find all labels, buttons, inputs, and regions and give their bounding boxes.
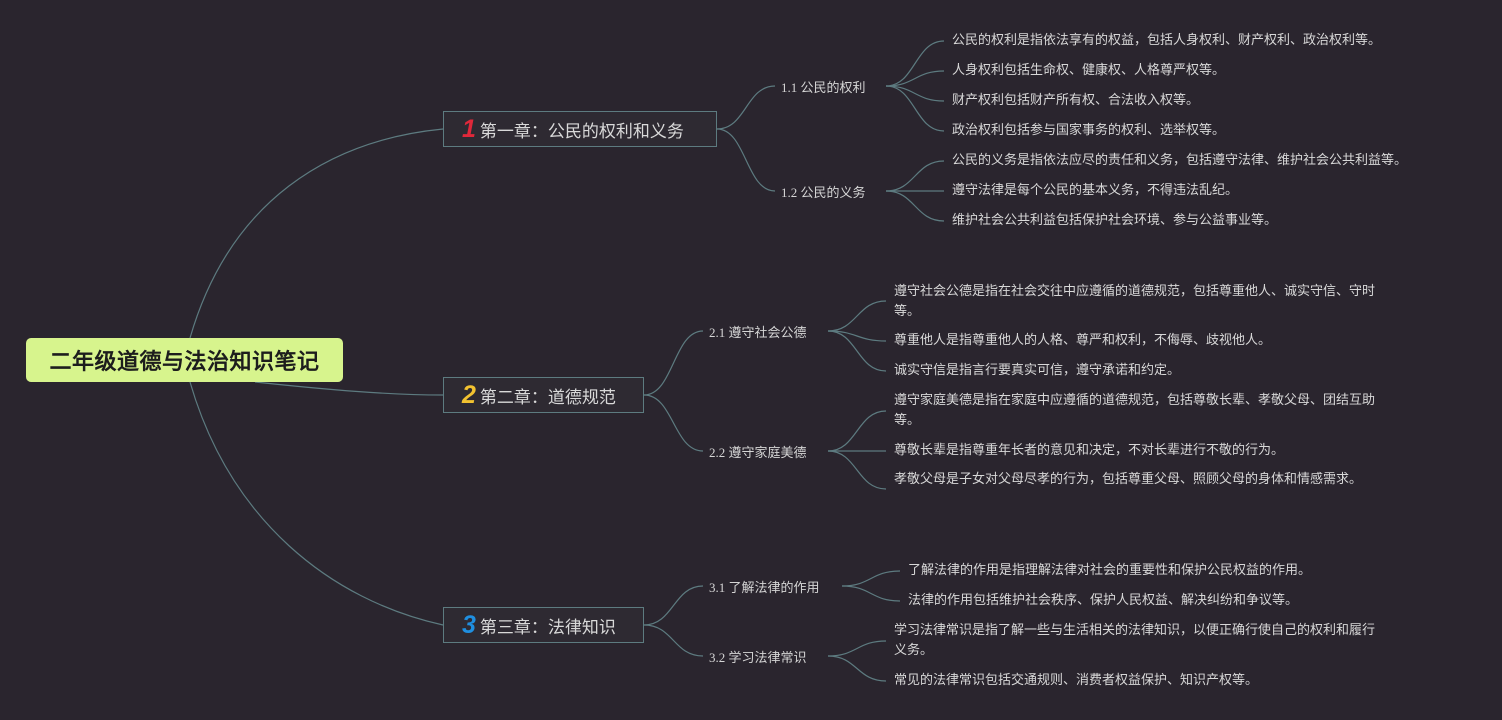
leaf-node[interactable]: 财产权利包括财产所有权、合法收入权等。: [952, 93, 1200, 108]
connector-line: [716, 128, 776, 192]
connector-line: [885, 190, 945, 222]
root-label: 二年级道德与法治知识笔记: [49, 350, 320, 375]
connector-line: [885, 40, 945, 87]
chapter-node-2[interactable]: 2 第二章：道德规范: [443, 377, 644, 413]
leaf-node[interactable]: 法律的作用包括维护社会秩序、保护人民权益、解决纠纷和争议等。: [908, 593, 1299, 608]
section-node-3-2[interactable]: 3.2 学习法律常识: [709, 647, 807, 666]
leaf-node[interactable]: 政治权利包括参与国家事务的权利、选举权等。: [952, 123, 1226, 138]
leaf-node[interactable]: 公民的权利是指依法享有的权益，包括人身权利、财产权利、政治权利等。: [952, 33, 1382, 48]
section-node-2-2[interactable]: 2.2 遵守家庭美德: [709, 442, 807, 461]
connector-line: [841, 570, 901, 587]
leaf-node[interactable]: 遵守法律是每个公民的基本义务，不得违法乱纪。: [952, 183, 1239, 198]
connector-line: [189, 381, 444, 626]
connector-line: [643, 330, 704, 396]
section-node-2-1[interactable]: 2.1 遵守社会公德: [709, 322, 807, 341]
section-label: 3.2 学习法律常识: [709, 650, 807, 665]
section-label: 2.1 遵守社会公德: [709, 325, 807, 340]
leaf-node[interactable]: 遵守家庭美德是指在家庭中应遵循的道德规范，包括尊敬长辈、孝敬父母、团结互助等。: [894, 393, 1376, 428]
section-label: 1.2 公民的义务: [781, 185, 866, 200]
leaf-node[interactable]: 人身权利包括生命权、健康权、人格尊严权等。: [952, 63, 1226, 78]
connector-line: [827, 330, 887, 342]
leaf-node[interactable]: 常见的法律常识包括交通规则、消费者权益保护、知识产权等。: [894, 673, 1259, 688]
chapter-number-2: 2: [462, 380, 476, 409]
connector-line: [716, 85, 776, 130]
connector-line: [827, 300, 887, 332]
connector-line: [827, 330, 887, 372]
leaf-node[interactable]: 孝敬父母是子女对父母尽孝的行为，包括尊重父母、照顾父母的身体和情感需求。: [894, 472, 1363, 487]
connector-line: [189, 128, 444, 339]
connector-line: [885, 160, 945, 192]
chapter-node-1[interactable]: 1 第一章：公民的权利和义务: [443, 111, 717, 147]
chapter-node-3[interactable]: 3 第三章：法律知识: [443, 607, 644, 643]
section-label: 3.1 了解法律的作用: [709, 580, 820, 595]
leaf-node[interactable]: 尊重他人是指尊重他人的人格、尊严和权利，不侮辱、歧视他人。: [894, 333, 1272, 348]
connector-line: [827, 450, 887, 490]
section-node-3-1[interactable]: 3.1 了解法律的作用: [709, 577, 820, 596]
leaf-node[interactable]: 尊敬长辈是指尊重年长者的意见和决定，不对长辈进行不敬的行为。: [894, 443, 1285, 458]
connector-line: [827, 640, 887, 657]
chapter-number-3: 3: [462, 610, 476, 639]
root-node[interactable]: 二年级道德与法治知识笔记: [26, 338, 343, 382]
leaf-node[interactable]: 学习法律常识是指了解一些与生活相关的法律知识，以便正确行使自己的权利和履行义务。: [894, 623, 1376, 658]
leaf-node[interactable]: 诚实守信是指言行要真实可信，遵守承诺和约定。: [894, 363, 1181, 378]
connector-line: [643, 585, 704, 626]
connector-line: [841, 585, 901, 602]
connector-line: [885, 70, 945, 87]
connector-line: [643, 624, 704, 657]
leaf-node[interactable]: 公民的义务是指依法应尽的责任和义务，包括遵守法律、维护社会公共利益等。: [952, 153, 1408, 168]
chapter-number-1: 1: [462, 114, 476, 143]
section-node-1-1[interactable]: 1.1 公民的权利: [781, 77, 866, 96]
chapter-title-1: 第一章：公民的权利和义务: [479, 121, 684, 142]
leaf-node[interactable]: 维护社会公共利益包括保护社会环境、参与公益事业等。: [952, 213, 1278, 228]
connector-line: [643, 394, 704, 452]
connector-line: [885, 85, 945, 102]
chapter-title-3: 第三章：法律知识: [479, 617, 616, 638]
connector-line: [827, 410, 887, 452]
leaf-node[interactable]: 遵守社会公德是指在社会交往中应遵循的道德规范，包括尊重他人、诚实守信、守时等。: [894, 284, 1376, 319]
section-label: 2.2 遵守家庭美德: [709, 445, 807, 460]
chapter-title-2: 第二章：道德规范: [479, 387, 616, 408]
section-label: 1.1 公民的权利: [781, 80, 866, 95]
connector-line: [254, 381, 444, 396]
leaf-node[interactable]: 了解法律的作用是指理解法律对社会的重要性和保护公民权益的作用。: [908, 563, 1312, 578]
section-node-1-2[interactable]: 1.2 公民的义务: [781, 182, 866, 201]
connector-line: [885, 85, 945, 132]
connector-line: [827, 655, 887, 682]
